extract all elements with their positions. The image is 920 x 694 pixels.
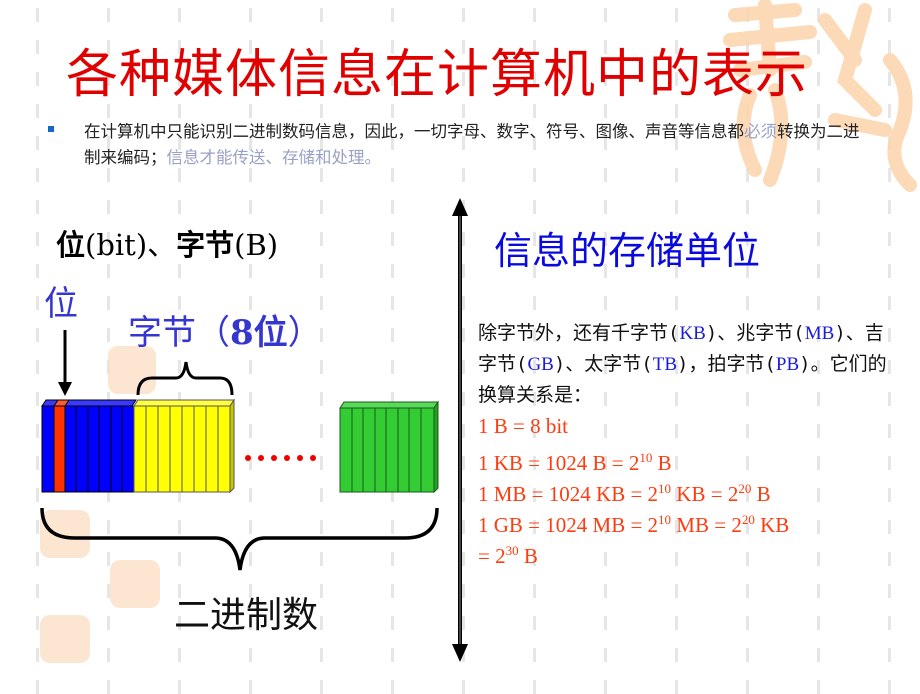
eq-text: B	[751, 482, 771, 506]
equation-mb: 1 MB = 1024 KB = 210 KB = 220 B	[478, 473, 908, 510]
unit-kb: KB	[679, 323, 706, 344]
storage-unit-heading: 信息的存储单位	[494, 229, 761, 273]
desc-text: )、太字节(	[553, 353, 653, 375]
eq-text: 1 MB = 1024 KB = 2	[478, 482, 659, 506]
ellipsis-dots	[245, 455, 316, 461]
eq-text: = 2	[478, 544, 506, 568]
equation-gb-cont: = 230 B	[478, 535, 908, 572]
equation-byte: 1 B = 8 bit	[478, 414, 569, 438]
second-byte-bars	[133, 398, 235, 494]
storage-unit-description: 除字节外，还有千字节(KB)、兆字节(MB)、吉字节(GB)、太字节(TB)，拍…	[478, 318, 898, 411]
eq-text: B	[652, 451, 672, 475]
heading-bit-cn: 位	[56, 228, 86, 262]
eq-text: KB	[754, 513, 790, 537]
eq-text: 1 KB = 1024 B = 2	[478, 451, 640, 475]
unit-gb: GB	[527, 354, 554, 375]
binary-brace-icon	[40, 507, 439, 571]
byte-label: 字节（8位）	[128, 305, 322, 354]
desc-text: )、兆字节(	[705, 322, 805, 344]
intro-highlight: 必须	[744, 122, 777, 141]
unit-mb: MB	[804, 323, 835, 344]
eq-text: 1 GB = 1024 MB = 2	[478, 513, 659, 537]
intro-highlight: 信息才能传送、存储和处理。	[166, 148, 382, 167]
desc-text: )、吉字节(	[478, 322, 884, 375]
eq-exp: 20	[741, 512, 755, 527]
unit-pb: PB	[775, 354, 800, 375]
eq-exp: 10	[658, 481, 672, 496]
bit-byte-diagram	[40, 198, 468, 662]
byte-label-num: 8位	[230, 313, 288, 353]
byte-label-cn: 字节（	[128, 313, 230, 353]
intro-paragraph: 在计算机中只能识别二进制数码信息，因此，一切字母、数字、符号、图像、声音等信息都…	[84, 119, 864, 171]
square-bullet-icon	[48, 126, 54, 132]
bit-label: 位	[44, 284, 78, 324]
eq-text: MB = 2	[671, 513, 742, 537]
down-arrow-icon	[58, 330, 72, 396]
heading-byte-en: (B)	[234, 228, 279, 262]
binary-number-label: 二进制数	[174, 595, 319, 636]
desc-text: 除字节外，还有千字节(	[478, 322, 680, 344]
intro-text: 在计算机中只能识别二进制数码信息，因此，一切字母、数字、符号、图像、声音等信息都	[84, 122, 744, 141]
eq-text: KB = 2	[671, 482, 739, 506]
byte-label-close: ）	[287, 313, 322, 353]
heading-bit-en: (bit)、	[85, 228, 177, 262]
byte-brace-icon	[136, 361, 234, 396]
equation-kb: 1 KB = 1024 B = 210 B	[478, 442, 908, 479]
slide-title: 各种媒体信息在计算机中的表示	[66, 45, 809, 105]
eq-text: B	[518, 544, 538, 568]
intro-text: 转换为二进制来编码；	[84, 122, 860, 167]
first-byte-bars	[41, 399, 137, 493]
divider-double-arrow-icon	[452, 198, 468, 662]
eq-exp: 10	[658, 512, 672, 527]
equation-gb: 1 GB = 1024 MB = 210 MB = 220 KB	[478, 504, 908, 541]
bit-byte-heading: 位(bit)、字节(B)	[56, 222, 278, 264]
eq-exp: 20	[738, 481, 752, 496]
eq-exp: 10	[639, 450, 653, 465]
desc-text: )。它们的换算关系是：	[478, 353, 887, 406]
last-byte-bars	[339, 400, 439, 494]
eq-exp: 30	[505, 543, 519, 558]
heading-byte-cn: 字节	[176, 228, 235, 262]
desc-text: )，拍字节(	[677, 353, 776, 375]
unit-tb: TB	[652, 354, 678, 375]
